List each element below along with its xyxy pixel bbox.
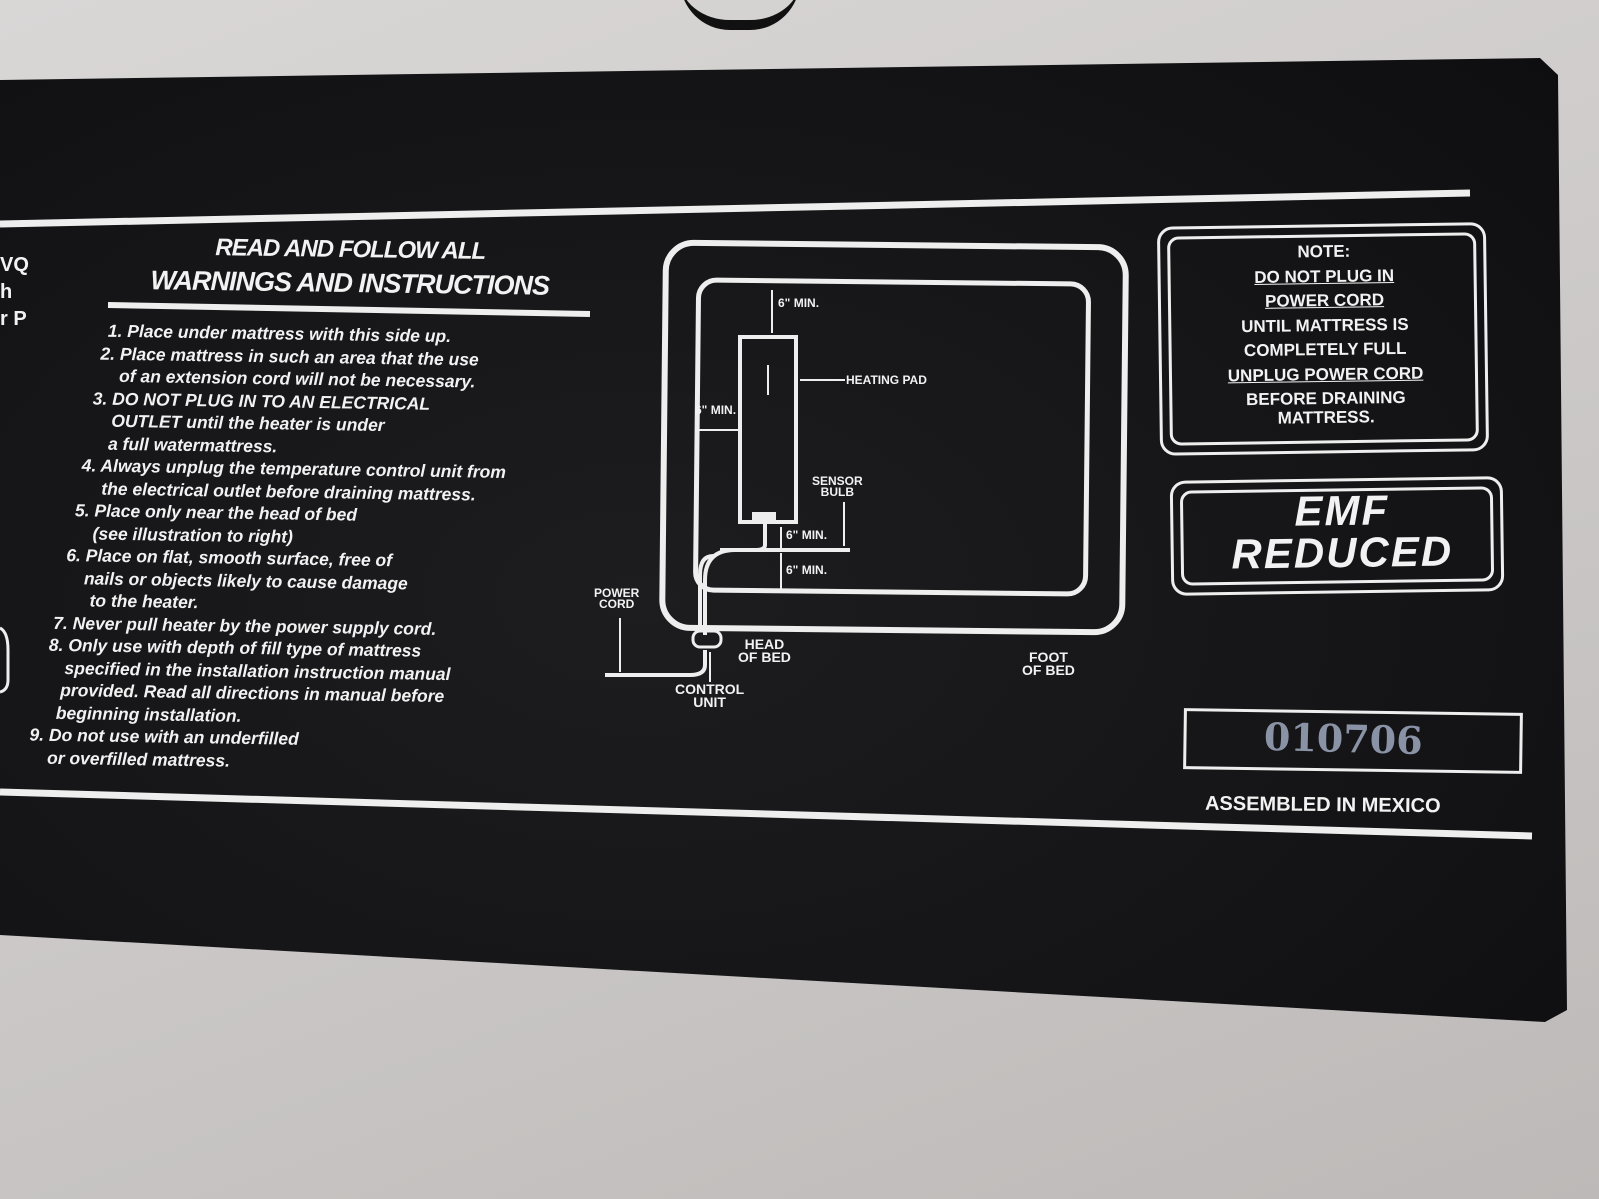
warnings-title-line2: WARNINGS AND INSTRUCTIONS	[150, 265, 550, 301]
min-top-label: 6" MIN.	[778, 296, 820, 310]
emf-box	[1169, 476, 1505, 596]
power-cord-line	[605, 554, 714, 677]
bottom-rule	[0, 788, 1533, 840]
sensor-bulb-label: SENSOR BULB	[812, 474, 863, 499]
control-unit-shape	[691, 629, 723, 649]
mattress-outline	[693, 277, 1091, 597]
label-line: SENSOR	[812, 474, 863, 488]
label-line: CONTROL	[675, 681, 745, 697]
emf-box-inner	[1180, 486, 1495, 586]
edge-text: VQ h r P	[0, 252, 29, 333]
control-unit-label: CONTROL UNIT	[675, 681, 745, 710]
warnings-title-line1: READ AND FOLLOW ALL	[215, 234, 486, 265]
min-sensor-label: 6" MIN.	[786, 528, 828, 542]
power-cord-label: POWER CORD	[594, 586, 640, 611]
edge-line: h	[0, 281, 13, 303]
label-line: HEAD	[744, 636, 785, 652]
label-line: POWER	[594, 586, 640, 600]
note-box	[1157, 222, 1489, 456]
power-cord-photo	[680, 0, 800, 30]
label-line: OF BED	[1022, 662, 1075, 678]
title-underline	[107, 302, 591, 317]
emf-reduced-badge: EMF REDUCED	[1191, 486, 1492, 578]
label-line: CORD	[599, 597, 635, 611]
note-box-inner	[1167, 232, 1479, 446]
label-line: UNIT	[693, 694, 726, 710]
emf-line2: REDUCED	[1231, 527, 1454, 578]
serial-box	[1183, 708, 1523, 774]
sensor-wire	[703, 522, 850, 635]
assembled-in-label: ASSEMBLED IN MEXICO	[1204, 792, 1441, 818]
foot-of-bed-label: FOOT OF BED	[1022, 649, 1075, 678]
label-line: BULB	[820, 485, 854, 499]
min-left-label: 6" MIN.	[695, 403, 737, 417]
heating-pad-label: HEATING PAD	[846, 373, 927, 387]
instructions-list: 1. Place under mattress with this side u…	[0, 318, 508, 776]
label-line: FOOT	[1029, 649, 1068, 665]
min-bottom-label: 6" MIN.	[786, 563, 828, 577]
heating-pad-shape	[738, 335, 798, 524]
note-line: MATTRESS.	[1277, 406, 1375, 428]
label-line: OF BED	[738, 649, 791, 665]
edge-line: VQ	[0, 254, 29, 276]
head-of-bed-label: HEAD OF BED	[738, 636, 791, 665]
bed-frame-outline	[659, 239, 1129, 636]
sensor-connector	[752, 512, 776, 522]
top-rule	[0, 189, 1471, 228]
serial-number: 010706	[1263, 713, 1424, 764]
note-text: NOTE: DO NOT PLUG IN POWER CORD UNTIL MA…	[1179, 238, 1472, 432]
edge-line: r P	[0, 308, 27, 330]
left-partial-box	[0, 626, 10, 694]
warnings-title: READ AND FOLLOW ALL WARNINGS AND INSTRUC…	[130, 233, 571, 302]
